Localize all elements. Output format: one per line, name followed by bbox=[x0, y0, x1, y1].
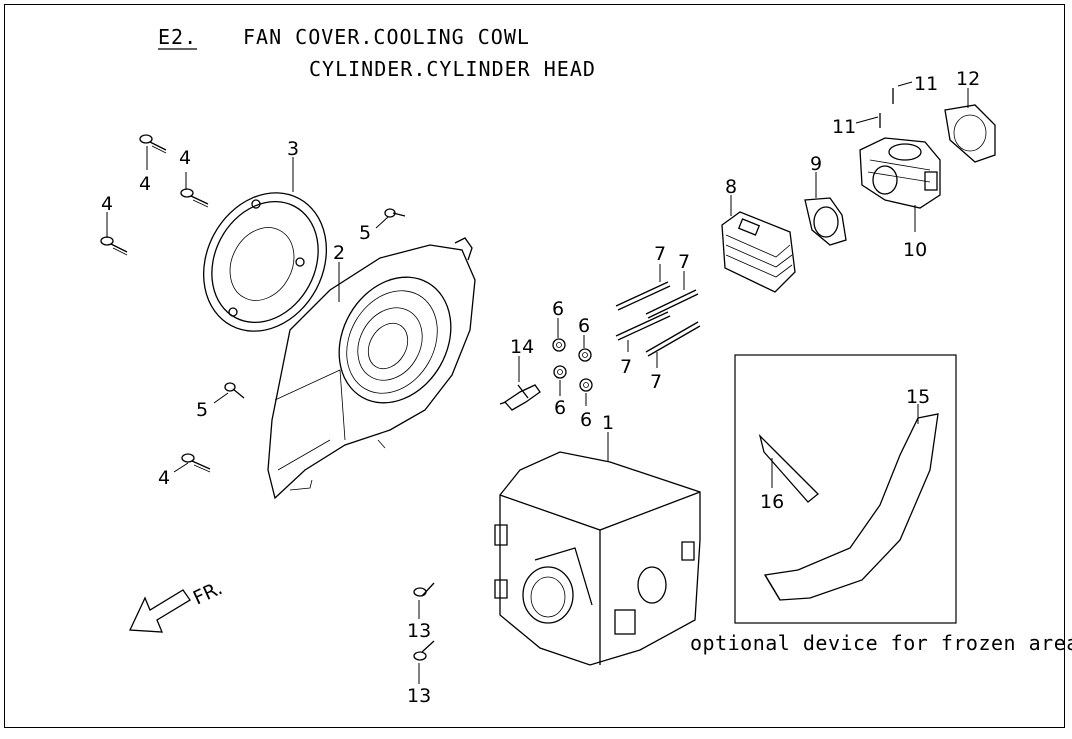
screws-13 bbox=[413, 582, 435, 661]
optional-device-note: optional device for frozen area bbox=[690, 631, 1072, 655]
cooling-cowl-part bbox=[267, 237, 476, 500]
screw-4d bbox=[181, 453, 211, 473]
callout-11: 11 bbox=[832, 116, 856, 138]
title-line-2: CYLINDER.CYLINDER HEAD bbox=[309, 57, 596, 81]
nuts-6 bbox=[552, 338, 593, 392]
leader-lines bbox=[106, 81, 969, 684]
screw-4c bbox=[100, 236, 128, 256]
fan-cover-part bbox=[202, 192, 328, 332]
callout-12: 12 bbox=[956, 68, 980, 90]
callout-14: 14 bbox=[510, 336, 534, 358]
head-gasket-part bbox=[944, 104, 996, 163]
callout-9: 9 bbox=[810, 153, 822, 175]
front-direction-label: FR. bbox=[190, 577, 226, 609]
callout-6: 6 bbox=[580, 409, 592, 431]
callout-4: 4 bbox=[139, 173, 151, 195]
optional-device-box bbox=[734, 354, 957, 624]
callout-4: 4 bbox=[101, 193, 113, 215]
callout-13: 13 bbox=[407, 620, 431, 642]
screw-4b bbox=[180, 188, 209, 208]
callout-8: 8 bbox=[725, 176, 737, 198]
gasket-part bbox=[804, 197, 847, 246]
callout-13: 13 bbox=[407, 685, 431, 707]
title-line-1: FAN COVER.COOLING COWL bbox=[243, 25, 530, 49]
callout-7: 7 bbox=[654, 243, 666, 265]
spark-plug-part bbox=[499, 384, 541, 411]
callout-4: 4 bbox=[179, 147, 191, 169]
deflector-part bbox=[763, 413, 939, 601]
title-code: E2. bbox=[158, 25, 197, 49]
studs-7 bbox=[615, 281, 701, 357]
housing-part bbox=[494, 451, 701, 666]
screw-5b bbox=[224, 382, 245, 399]
screw-4a bbox=[139, 134, 167, 154]
callout-5: 5 bbox=[359, 222, 371, 244]
callout-11: 11 bbox=[914, 73, 938, 95]
callout-4: 4 bbox=[158, 467, 170, 489]
callout-6: 6 bbox=[552, 298, 564, 320]
drawing-frame bbox=[4, 4, 1065, 728]
callout-5: 5 bbox=[196, 399, 208, 421]
callout-6: 6 bbox=[578, 315, 590, 337]
pins-11 bbox=[879, 88, 894, 128]
front-direction-arrow: FR. bbox=[129, 577, 226, 633]
callout-3: 3 bbox=[287, 138, 299, 160]
callout-15: 15 bbox=[906, 386, 930, 408]
cylinder-part bbox=[859, 137, 941, 209]
callout-7: 7 bbox=[620, 356, 632, 378]
callout-7: 7 bbox=[678, 251, 690, 273]
callout-2: 2 bbox=[333, 242, 345, 264]
cylinder-head-part bbox=[721, 211, 796, 293]
tie-strap-part bbox=[758, 433, 819, 503]
callout-1: 1 bbox=[602, 412, 614, 434]
callout-6: 6 bbox=[554, 397, 566, 419]
callout-16: 16 bbox=[760, 491, 784, 513]
callout-7: 7 bbox=[650, 371, 662, 393]
screw-5a bbox=[384, 208, 406, 218]
callout-10: 10 bbox=[903, 239, 927, 261]
